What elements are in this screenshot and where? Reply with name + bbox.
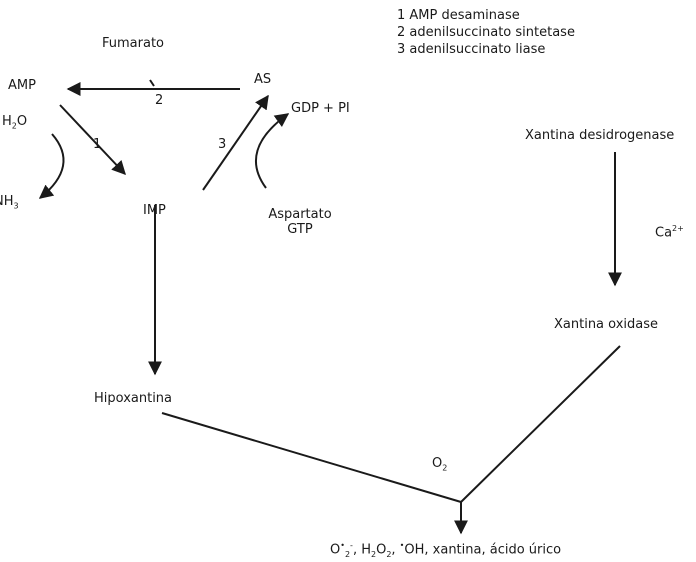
label-hipoxantina: Hipoxantina [94, 391, 173, 406]
arrow-imp-to-as [202, 94, 269, 191]
label-aspartato: Aspartato [268, 207, 332, 222]
label-aspartato-gtp: Aspartato GTP [260, 207, 340, 237]
fumarato-tick [149, 79, 155, 87]
step-label-2: 2 [155, 93, 164, 108]
arrow-aspartato-to-gdp [255, 113, 290, 189]
line-xo-to-junction [460, 345, 621, 503]
line-hipoxantina-to-junction [161, 412, 462, 503]
label-products: O•2-, H2O2, •OH, xantina, ácido úrico [330, 541, 562, 559]
label-h2o: H2O [2, 114, 28, 131]
label-nh3: NH3 [0, 194, 19, 211]
label-gtp: GTP [287, 222, 313, 237]
arrow-amp-to-imp [59, 104, 126, 176]
step-label-3: 3 [218, 137, 227, 152]
legend-item-2: 2 adenilsuccinato sintetase [397, 25, 575, 40]
label-as: AS [254, 72, 272, 87]
arrow-h2o-to-nh3 [38, 133, 65, 199]
label-fumarato: Fumarato [102, 36, 164, 51]
label-imp: IMP [143, 203, 166, 218]
label-xantina-desidrogenase: Xantina desidrogenase [525, 128, 675, 143]
label-xantina-oxidase: Xantina oxidase [554, 317, 659, 332]
legend-item-3: 3 adenilsuccinato liase [397, 42, 546, 57]
label-amp: AMP [8, 78, 36, 93]
label-o2: O2 [432, 456, 448, 473]
step-label-1: 1 [93, 137, 102, 152]
legend-item-1: 1 AMP desaminase [397, 8, 520, 23]
label-ca2: Ca2+ [655, 224, 684, 241]
label-gdp-pi: GDP + PI [291, 101, 350, 116]
enzyme-legend: 1 AMP desaminase 2 adenilsuccinato sinte… [397, 7, 575, 58]
